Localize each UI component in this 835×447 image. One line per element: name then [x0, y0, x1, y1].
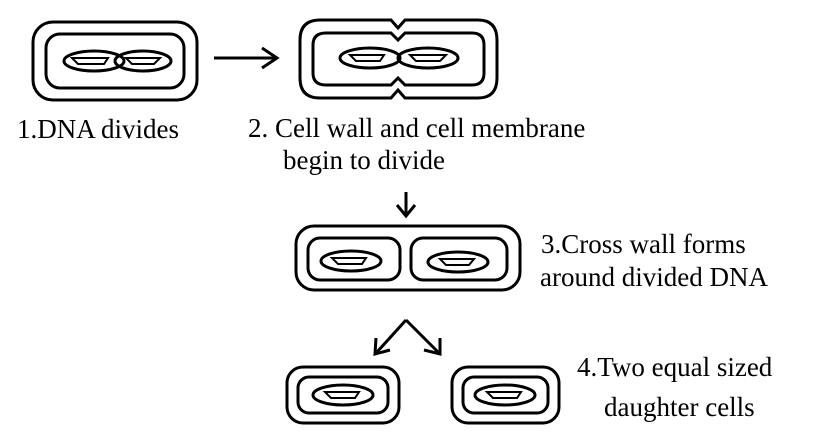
arrow-stage3-to-left-daughter: [373, 318, 408, 356]
step4-number: 4.: [577, 352, 598, 382]
step1-number: 1.: [17, 114, 38, 144]
step2-number: 2.: [248, 113, 269, 143]
daughter-cell-left: [285, 365, 401, 425]
stage3-dna-left: [319, 249, 383, 273]
stage3-dna-right: [426, 250, 490, 274]
step3-label: 3.Cross wall forms: [541, 229, 746, 259]
step3-line2: around divided DNA: [540, 262, 768, 292]
stage1-dna: [62, 49, 173, 73]
step1-text: DNA divides: [37, 114, 179, 144]
arrow-stage2-to-stage3: [395, 192, 417, 219]
step1-label: 1.DNA divides: [17, 114, 179, 144]
stage3-cell: [294, 224, 522, 292]
step3-line1: Cross wall forms: [561, 229, 746, 259]
step2-line2: begin to divide: [283, 145, 445, 175]
arrow-stage1-to-stage2: [214, 46, 280, 70]
step3-label-line2: around divided DNA: [540, 262, 768, 292]
step2-label-line2: begin to divide: [283, 145, 445, 175]
step4-label-line2: daughter cells: [604, 392, 755, 422]
daughter-cell-right: [450, 365, 561, 425]
step2-line1: Cell wall and cell membrane: [275, 113, 586, 143]
stage1-cell: [31, 20, 199, 102]
step3-number: 3.: [541, 229, 562, 259]
stage2-cell: [298, 18, 499, 100]
step4-line2: daughter cells: [604, 392, 755, 422]
step4-line1: Two equal sized: [597, 352, 773, 382]
step4-label: 4.Two equal sized: [577, 352, 772, 382]
stage2-dna: [338, 46, 460, 70]
step2-label: 2. Cell wall and cell membrane: [248, 113, 585, 143]
arrow-stage3-to-right-daughter: [404, 318, 442, 356]
